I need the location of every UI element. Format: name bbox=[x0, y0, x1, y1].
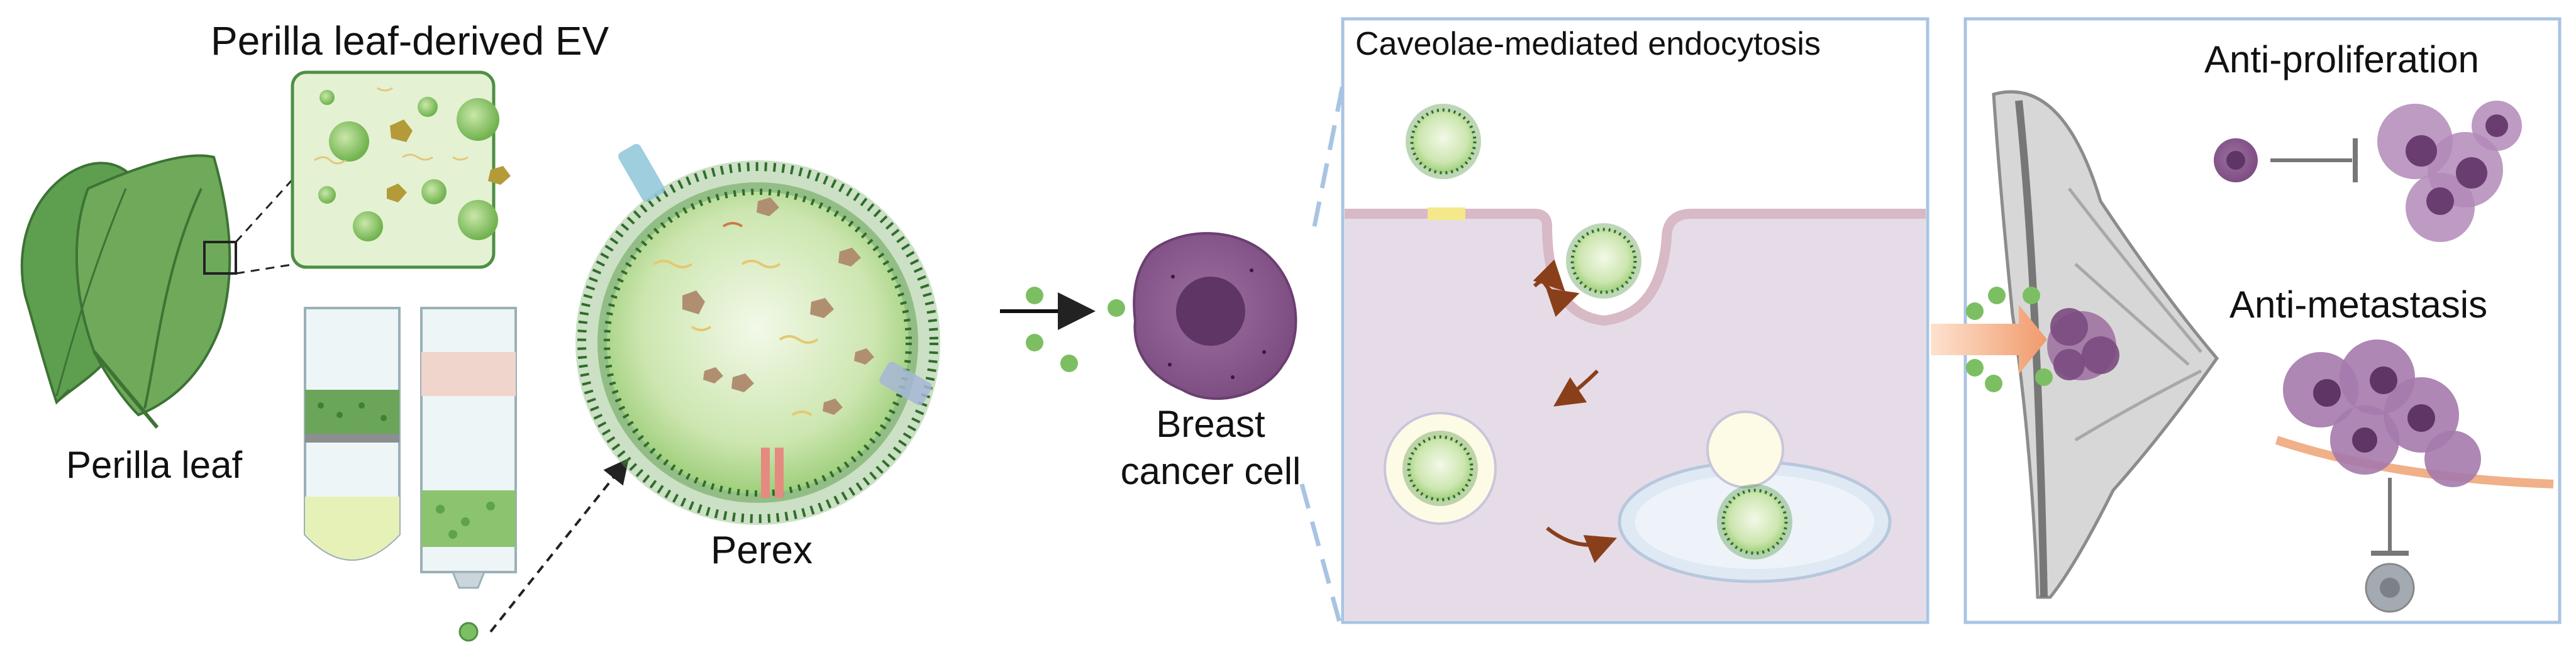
anti-metastasis-label: Anti-metastasis bbox=[2229, 284, 2488, 326]
ev-particles bbox=[1000, 287, 1125, 372]
leaf-zoom-box bbox=[203, 241, 237, 275]
anti-proliferation-label: Anti-proliferation bbox=[2204, 38, 2479, 80]
cancer-cell-label-line2: cancer cell bbox=[1120, 450, 1301, 492]
outcomes-panel bbox=[1931, 17, 2562, 624]
perilla-ev-label: Perilla leaf-derived EV bbox=[211, 18, 609, 63]
ev-zoom-panel bbox=[291, 70, 511, 269]
perex-label: Perex bbox=[711, 529, 813, 572]
column-tube-icon bbox=[304, 307, 629, 642]
breast-label-line1: Breast bbox=[1156, 403, 1265, 445]
anti-proliferation-icon bbox=[2214, 101, 2522, 242]
perex-vesicle-icon bbox=[575, 143, 940, 525]
caveolae-panel bbox=[1341, 17, 1929, 624]
perilla-leaf-icon bbox=[20, 154, 297, 429]
perilla-leaf-label: Perilla leaf bbox=[66, 444, 243, 486]
caveolae-title: Caveolae-mediated endocytosis bbox=[1355, 26, 1821, 62]
tumor-icon bbox=[2047, 308, 2119, 380]
anti-metastasis-icon bbox=[2275, 339, 2554, 613]
cancer-cell-icon bbox=[1133, 232, 1297, 400]
